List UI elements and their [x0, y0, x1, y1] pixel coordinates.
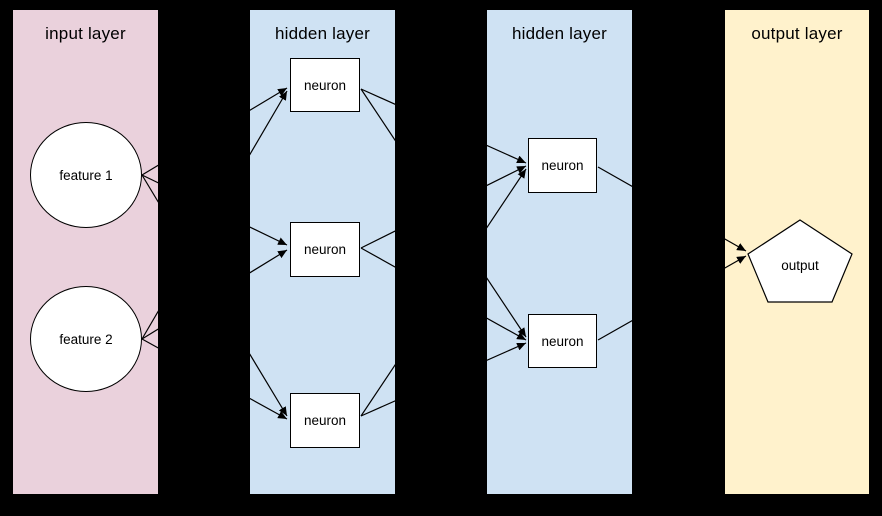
- panel-input-layer: input layer: [13, 10, 158, 494]
- input-layer-title: input layer: [45, 24, 126, 43]
- node-hidden1-neuron-1-label: neuron: [303, 77, 347, 93]
- hidden-layer-2-title: hidden layer: [511, 24, 608, 43]
- panel-hidden-layer-2: hidden layer: [487, 10, 632, 494]
- node-feature-2-label: feature 2: [59, 331, 113, 347]
- node-hidden1-neuron-2-label: neuron: [303, 242, 347, 257]
- node-feature-1: feature 1: [30, 122, 142, 228]
- node-output-shape: [747, 219, 853, 303]
- node-hidden2-neuron-2-label: neuron: [541, 333, 584, 349]
- node-hidden1-neuron-3: neuron: [290, 393, 360, 448]
- hidden-layer-1-title: hidden layer: [274, 24, 371, 43]
- node-hidden2-neuron-1-label: neuron: [541, 158, 584, 173]
- node-hidden2-neuron-1: neuron: [528, 138, 597, 193]
- node-hidden1-neuron-2: neuron: [290, 222, 360, 277]
- output-layer-title: output layer: [751, 24, 843, 43]
- node-hidden2-neuron-2: neuron: [528, 314, 597, 368]
- node-hidden1-neuron-1: neuron: [290, 58, 360, 112]
- pentagon-icon: [747, 219, 853, 303]
- node-feature-1-label: feature 1: [59, 167, 113, 183]
- node-feature-2: feature 2: [30, 286, 142, 392]
- node-hidden1-neuron-3-label: neuron: [303, 413, 347, 428]
- node-output-label: output: [781, 258, 819, 273]
